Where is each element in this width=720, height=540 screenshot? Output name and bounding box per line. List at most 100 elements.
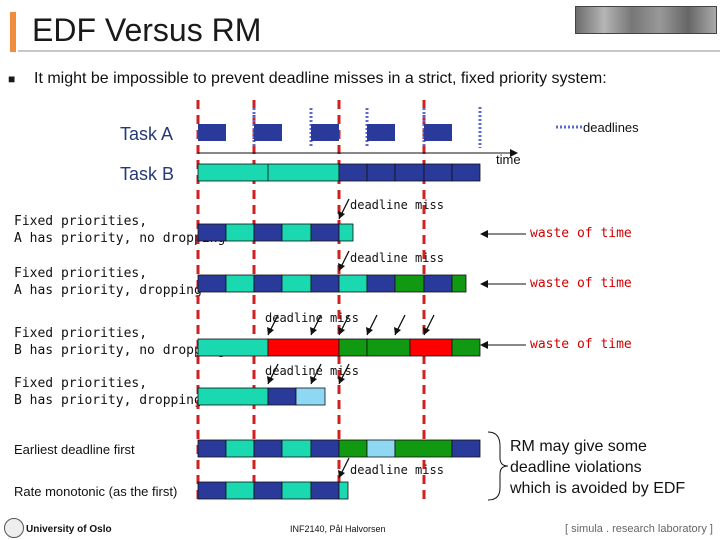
deadline-miss-label-4: deadline miss — [265, 364, 359, 378]
task-a-block-2 — [254, 124, 282, 141]
task-a-block-4 — [367, 124, 395, 141]
deadline-miss-label-3: deadline miss — [265, 311, 359, 325]
title-accent-bar — [10, 12, 16, 52]
row-3-block-3 — [338, 338, 368, 357]
waste-of-time-label-1: waste of time — [530, 226, 632, 241]
note-line-2: deadline violations — [510, 459, 642, 476]
task-a-block-5 — [424, 124, 452, 141]
row-5-block-2 — [225, 439, 255, 458]
note-brace — [487, 431, 509, 501]
deadline-miss-label-1: deadline miss — [350, 198, 444, 212]
row-1-block-5 — [310, 223, 340, 242]
bullet-square-icon: ■ — [8, 72, 16, 86]
row-5-block-5 — [310, 439, 340, 458]
row-1-label-line2: A has priority, no dropping — [14, 231, 226, 246]
deadline-miss-label-5: deadline miss — [350, 463, 444, 477]
row-5-block-8 — [394, 439, 453, 458]
waste-arrow-3-head — [480, 341, 488, 349]
task-b-navy-block-4 — [423, 163, 453, 182]
page-title: EDF Versus RM — [32, 12, 262, 48]
row-5-block-4 — [281, 439, 312, 458]
row-6-label: Rate monotonic (as the first) — [14, 484, 178, 499]
row-6-block-4 — [281, 481, 312, 500]
row-2-label-line1: Fixed priorities, — [14, 266, 148, 281]
row-3-block-1 — [197, 338, 269, 357]
row-3-block-4 — [366, 338, 411, 357]
row-6-block-5 — [310, 481, 340, 500]
deadline-arrow-row4-2-head — [310, 376, 317, 384]
row-5-block-3 — [253, 439, 283, 458]
row-6-block-1 — [197, 481, 227, 500]
deadline-arrow-row4-3-head — [338, 376, 345, 384]
row-2-block-8 — [394, 274, 425, 293]
row-2-block-9 — [423, 274, 453, 293]
row-4-block-1 — [197, 387, 269, 406]
row-5-block-7 — [366, 439, 396, 458]
row-3-block-2 — [267, 338, 340, 357]
row-6-block-6 — [338, 481, 349, 500]
note-line-3: which is avoided by EDF — [510, 480, 686, 497]
task-b-navy-block-2 — [366, 163, 396, 182]
time-axis-arrow-icon — [510, 149, 518, 157]
task-a-block-3 — [311, 124, 339, 141]
note-text: RM may give some deadline violations whi… — [510, 436, 685, 499]
university-seal-icon — [4, 518, 24, 538]
legend-time-label: time — [496, 152, 521, 167]
miss-arrow-row6-head — [338, 470, 345, 478]
waste-arrow-1-head — [480, 230, 488, 238]
legend-deadlines-label: deadlines — [583, 120, 639, 135]
row-1-block-3 — [253, 223, 283, 242]
row-1-block-2 — [225, 223, 255, 242]
deadline-arrow-row3-4-head — [366, 327, 373, 335]
row-3-block-5 — [409, 338, 453, 357]
row-2-block-1 — [197, 274, 227, 293]
deadline-arrow-row4-1-head — [267, 376, 274, 384]
task-b-navy-block-3 — [394, 163, 425, 182]
header-photo-strip — [575, 6, 717, 34]
waste-of-time-label-3: waste of time — [530, 337, 632, 352]
row-1-block-1 — [197, 223, 227, 242]
row-3-block-6 — [451, 338, 481, 357]
footer-lab: [ simula . research laboratory ] — [565, 523, 713, 535]
row-2-block-4 — [281, 274, 312, 293]
miss-arrow-row2-head — [338, 263, 345, 271]
row-4-label-line2: B has priority, dropping — [14, 393, 202, 408]
bullet-text: It might be impossible to prevent deadli… — [34, 70, 607, 87]
task-a-label: Task A — [120, 124, 174, 144]
deadline-arrow-row3-5-head — [394, 327, 401, 335]
task-a-block-1 — [198, 124, 226, 141]
row-5-block-6 — [338, 439, 368, 458]
row-2-block-10 — [451, 274, 467, 293]
row-6-block-3 — [253, 481, 283, 500]
row-3-label-line2: B has priority, no dropping — [14, 343, 226, 358]
task-b-navy-block-5 — [451, 163, 481, 182]
task-b-navy-block-1 — [338, 163, 368, 182]
title-underline — [18, 50, 720, 52]
row-1-label-line1: Fixed priorities, — [14, 214, 148, 229]
miss-arrow-row1-head — [338, 211, 345, 219]
row-5-block-1 — [197, 439, 227, 458]
row-1-block-6 — [338, 223, 354, 242]
deadline-arrow-row3-6-head — [423, 327, 430, 335]
row-3-label-line1: Fixed priorities, — [14, 326, 148, 341]
row-5-label: Earliest deadline first — [14, 442, 135, 457]
note-line-1: RM may give some — [510, 438, 647, 455]
row-5-block-9 — [451, 439, 481, 458]
row-2-block-2 — [225, 274, 255, 293]
row-2-label-line2: A has priority, dropping — [14, 283, 202, 298]
deadline-miss-label-2: deadline miss — [350, 251, 444, 265]
row-4-label-line1: Fixed priorities, — [14, 376, 148, 391]
row-4-block-2 — [267, 387, 297, 406]
waste-arrow-2-head — [480, 280, 488, 288]
row-6-block-2 — [225, 481, 255, 500]
deadline-arrow-row3-1-head — [267, 327, 274, 335]
task-b-label: Task B — [120, 164, 175, 184]
task-b-block-1 — [197, 163, 340, 182]
row-2-block-5 — [310, 274, 340, 293]
row-4-block-3 — [295, 387, 326, 406]
row-2-block-7 — [366, 274, 396, 293]
row-2-block-6 — [338, 274, 368, 293]
waste-of-time-label-2: waste of time — [530, 276, 632, 291]
footer-course: INF2140, Pål Halvorsen — [290, 524, 386, 534]
